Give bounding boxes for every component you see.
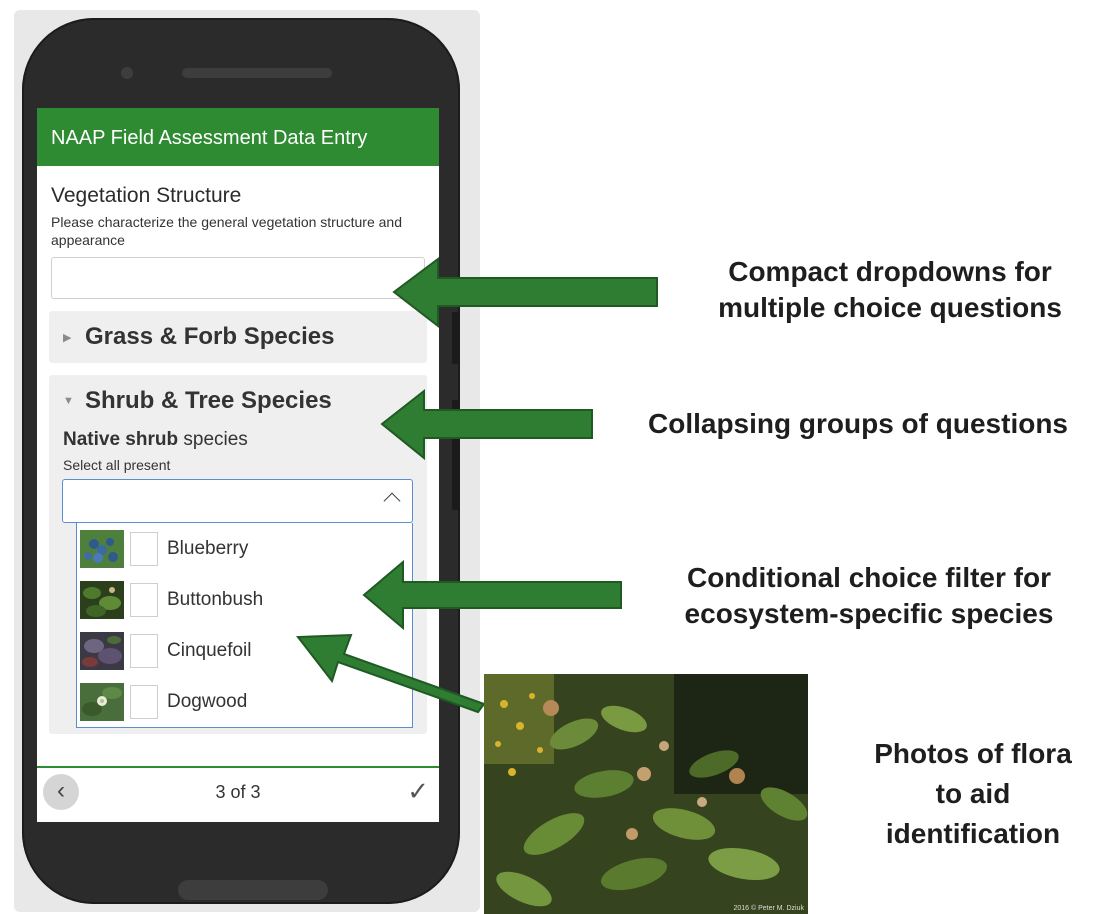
annotation-photos: Photos of flora to aid identification — [848, 734, 1098, 854]
cinquefoil-photo-icon — [80, 631, 124, 670]
question-label: Native shrub species — [49, 429, 427, 451]
vegetation-section: Vegetation Structure Please characterize… — [37, 184, 439, 299]
form-footer: ‹ 3 of 3 ✓ — [37, 766, 439, 822]
option-checkbox[interactable] — [130, 582, 158, 617]
option-label: Buttonbush — [167, 588, 264, 610]
annotation-dropdowns: Compact dropdowns for multiple choice qu… — [693, 254, 1087, 326]
annotation-collapsing: Collapsing groups of questions — [648, 408, 1068, 439]
camera-icon — [121, 67, 133, 79]
annotation-line: to aid — [935, 778, 1011, 809]
arrow-dropdowns — [392, 257, 658, 329]
speaker-grille — [182, 68, 332, 78]
submit-check-button[interactable]: ✓ — [407, 776, 429, 806]
group-title: Shrub & Tree Species — [85, 387, 332, 414]
caret-right-icon: ▶ — [63, 331, 72, 344]
app-header: NAAP Field Assessment Data Entry — [37, 108, 439, 166]
page-indicator: 3 of 3 — [215, 782, 261, 802]
annotation-line: identification — [885, 818, 1061, 849]
question-label-rest: species — [178, 429, 248, 450]
dogwood-photo-icon — [80, 682, 124, 721]
option-label: Cinquefoil — [167, 639, 252, 661]
annotation-line: Conditional choice filter for — [686, 562, 1051, 593]
option-checkbox[interactable] — [130, 633, 158, 668]
arrow-photos — [296, 633, 486, 714]
group-header[interactable]: ▶ Grass & Forb Species — [49, 311, 427, 363]
buttonbush-photo-icon — [484, 674, 808, 914]
group-header[interactable]: ▼ Shrub & Tree Species — [49, 375, 427, 427]
power-button — [452, 400, 460, 510]
volume-button — [452, 312, 460, 364]
flora-photo: 2016 © Peter M. Dziuk — [484, 674, 808, 914]
vegetation-hint: Please characterize the general vegetati… — [51, 214, 402, 248]
photo-credit: 2016 © Peter M. Dziuk — [733, 905, 804, 912]
group-shrub-tree: ▼ Shrub & Tree Species Native shrub spec… — [49, 375, 427, 734]
home-indicator — [178, 880, 328, 900]
phone-screen: NAAP Field Assessment Data Entry Vegetat… — [37, 108, 439, 822]
group-grass-forb[interactable]: ▶ Grass & Forb Species — [49, 311, 427, 363]
option-label: Dogwood — [167, 690, 248, 712]
back-button[interactable]: ‹ — [43, 774, 79, 810]
shrub-species-dropdown[interactable] — [62, 479, 413, 523]
group-title: Grass & Forb Species — [85, 323, 335, 350]
option-blueberry[interactable]: Blueberry — [77, 523, 412, 574]
annotation-filter: Conditional choice filter for ecosystem-… — [653, 560, 1085, 632]
question-label-bold: Native shrub — [63, 429, 179, 450]
annotation-line: Photos of flora — [874, 738, 1072, 769]
option-checkbox[interactable] — [130, 684, 158, 719]
option-checkbox[interactable] — [130, 531, 158, 566]
option-buttonbush[interactable]: Buttonbush — [77, 574, 412, 625]
annotation-line: Compact dropdowns for — [728, 256, 1052, 287]
arrow-collapsing — [380, 388, 593, 461]
shrub-options-list: Blueberry Buttonbush Cinquefoil — [76, 523, 413, 728]
blueberry-photo-icon — [80, 529, 124, 568]
option-dogwood[interactable]: Dogwood — [77, 676, 412, 727]
arrow-filter — [362, 559, 622, 631]
annotation-line: ecosystem-specific species — [684, 598, 1054, 629]
annotation-line: multiple choice questions — [718, 292, 1062, 323]
vegetation-dropdown[interactable] — [51, 257, 425, 299]
caret-down-icon: ▼ — [63, 395, 74, 407]
buttonbush-photo-icon — [80, 580, 124, 619]
option-label: Blueberry — [167, 537, 249, 559]
option-cinquefoil[interactable]: Cinquefoil — [77, 625, 412, 676]
question-hint: Select all present — [63, 457, 171, 473]
vegetation-title: Vegetation Structure — [51, 184, 242, 207]
